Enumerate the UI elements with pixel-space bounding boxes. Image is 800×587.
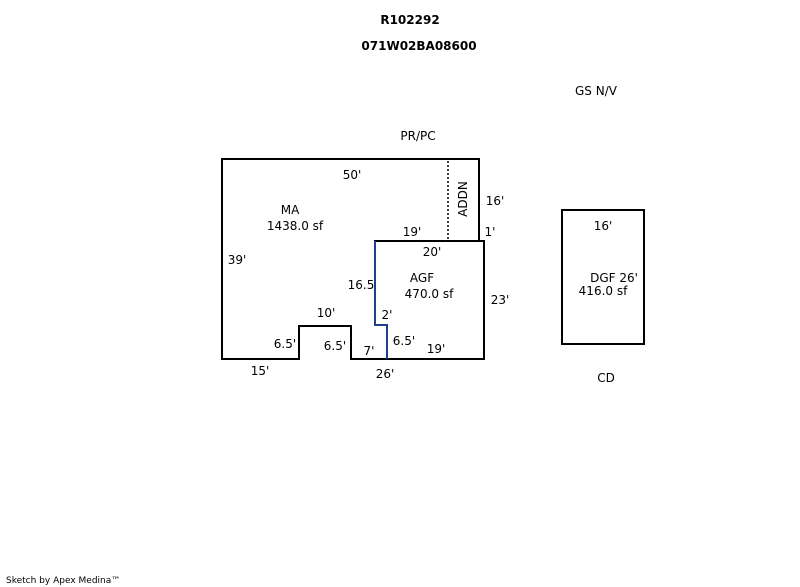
- dim-addn-right: 16': [486, 194, 505, 208]
- dim-notch-right: 6.5': [324, 339, 346, 353]
- dim-agf-bottom: 19': [427, 342, 446, 356]
- dim-agf-right: 23': [491, 293, 510, 307]
- detached-garage-outline: [561, 209, 645, 345]
- addn-label: ADDN: [456, 181, 470, 217]
- dim-ma-top: 50': [343, 168, 362, 182]
- dim-notch-left: 6.5': [274, 337, 296, 351]
- dim-step: 1': [485, 225, 496, 239]
- dim-ma-inner-top: 19': [403, 225, 422, 239]
- dim-notch-top: 10': [317, 306, 336, 320]
- dim-jog-right: 6.5': [393, 334, 415, 348]
- dgf-area-label: 416.0 sf: [579, 284, 628, 298]
- dim-agf-left: 16.5: [348, 278, 375, 292]
- dim-ma-left: 39': [228, 253, 247, 267]
- sketch-credit: Sketch by Apex Medina™: [6, 576, 120, 586]
- dim-jog-bottom: 7': [364, 344, 375, 358]
- dim-jog-side: 2': [382, 308, 393, 322]
- map-taxlot-number: 071W02BA08600: [361, 39, 476, 53]
- cd-note: CD: [597, 371, 615, 385]
- prpc-note: PR/PC: [400, 129, 435, 143]
- agf-area-label: 470.0 sf: [405, 287, 454, 301]
- dgf-code-label: DGF 26': [590, 271, 638, 285]
- account-number: R102292: [380, 13, 439, 27]
- dim-agf-top: 20': [423, 245, 442, 259]
- dim-bottom-total: 26': [376, 367, 395, 381]
- dim-dgf-top: 16': [594, 219, 613, 233]
- ma-code-label: MA: [281, 203, 300, 217]
- dim-ma-bottom-left: 15': [251, 364, 270, 378]
- common-wall-line: [374, 241, 388, 359]
- ma-area-label: 1438.0 sf: [267, 219, 324, 233]
- agf-code-label: AGF: [410, 271, 434, 285]
- gs-note: GS N/V: [575, 84, 618, 98]
- main-building-outline: [221, 158, 485, 360]
